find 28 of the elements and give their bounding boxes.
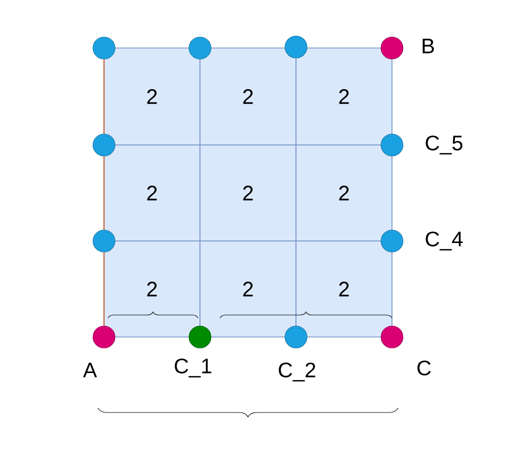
grid-cell: 2 [200, 240, 296, 338]
point-marker [380, 134, 404, 156]
grid-cell: 2 [104, 144, 200, 242]
point-marker [92, 326, 116, 348]
grid-cell: 2 [104, 48, 200, 146]
point-marker [380, 230, 404, 252]
point-marker [188, 326, 212, 348]
grid-cell: 2 [296, 144, 392, 242]
point-marker [380, 326, 404, 348]
point-label: C_4 [426, 232, 463, 250]
point-label: A [83, 362, 97, 378]
grid-cell: 2 [200, 48, 296, 146]
point-label: C [417, 360, 431, 376]
point-marker [188, 36, 212, 60]
point-marker [284, 326, 308, 348]
point-label: C_5 [426, 136, 462, 154]
point-label: B [422, 38, 434, 54]
point-label: C_1 [174, 358, 212, 378]
point-label: C_2 [278, 362, 316, 382]
grid-cell: 2 [296, 240, 392, 338]
point-marker [380, 36, 404, 60]
point-marker [92, 134, 116, 156]
grid-cell: 2 [104, 240, 200, 338]
grid-cell: 2 [200, 144, 296, 242]
point-marker [92, 230, 116, 252]
grid-cell: 2 [296, 48, 392, 146]
point-marker [284, 36, 308, 58]
point-marker [92, 36, 116, 60]
